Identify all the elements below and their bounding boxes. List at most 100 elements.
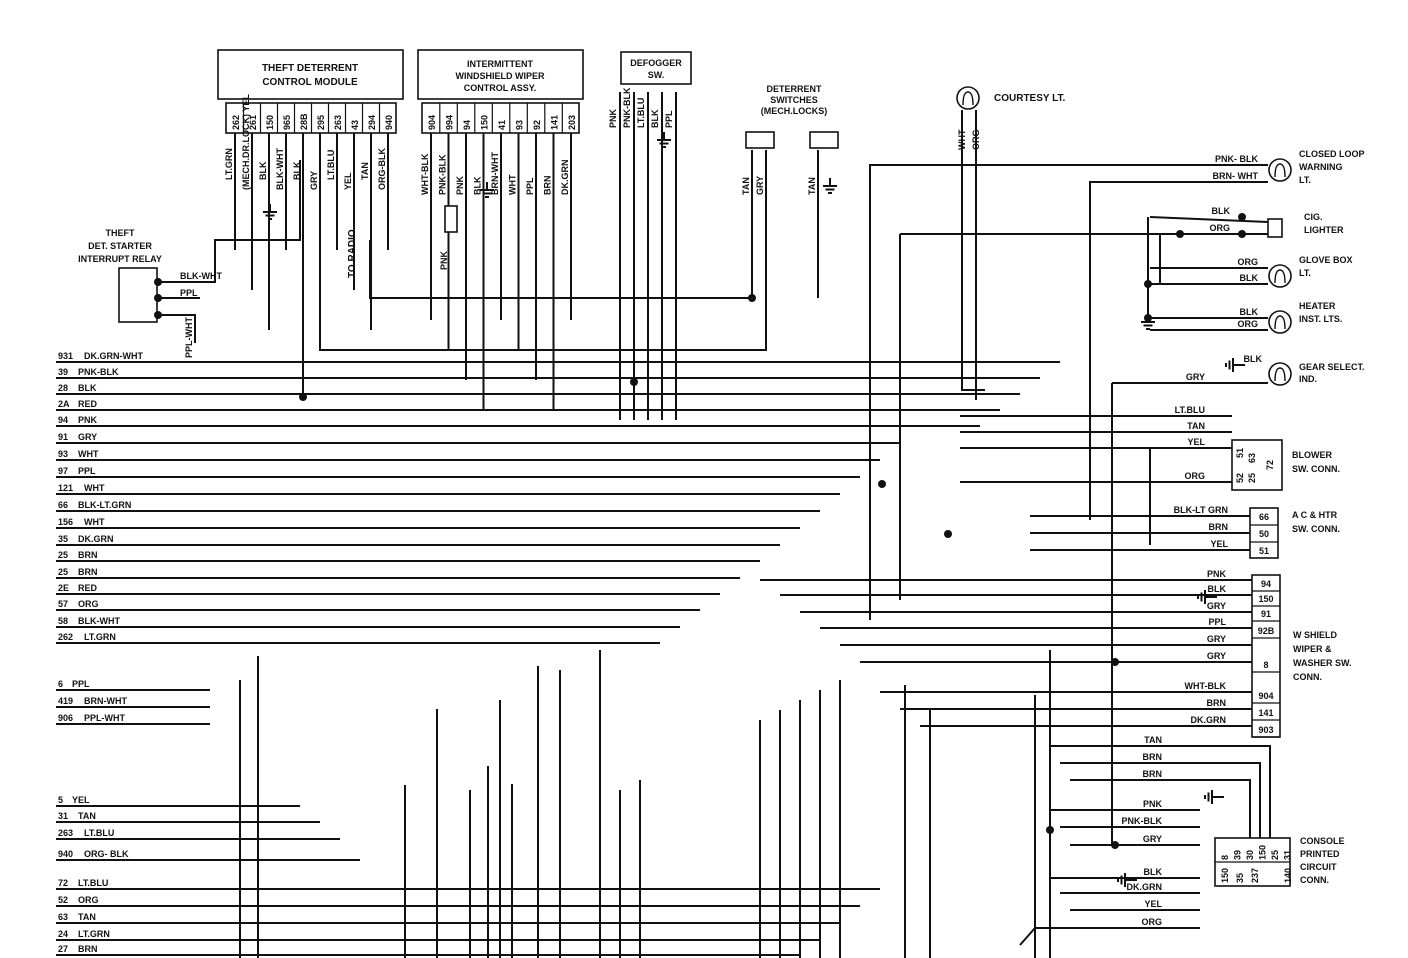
pin-number: 41 [497,120,507,130]
circuit-color: GRY [78,432,97,442]
circuit-color: WHT [84,517,105,527]
pin-number: 263 [333,115,343,130]
pin-number: 50 [1259,529,1269,539]
wshield-title: WASHER SW. [1293,658,1352,668]
wire-color-label: WHT-BLK [420,153,430,195]
console-wire [1200,762,1261,838]
splice-dot [1111,841,1119,849]
circuit-color: PNK-BLK [78,367,119,377]
wire-color-label: ORG [1209,223,1230,233]
wire-color-label: BRN [1209,522,1229,532]
wire-color-label: LT.BLU [326,150,336,180]
pin-number: 93 [515,120,525,130]
pin-number: 150 [1220,868,1230,883]
circuit-number: 931 [58,351,73,361]
pin-number: 63 [1247,453,1257,463]
circuit-number: 93 [58,449,68,459]
ground-icon [263,204,277,220]
circuit-number: 27 [58,944,68,954]
wire-color-label: PNK-BLK [438,154,448,195]
splice-dot [878,480,886,488]
pin-number: 237 [1250,868,1260,883]
wshield-connector [1251,574,1281,738]
wire-color-label: PNK [608,108,618,128]
pin-number: 141 [1258,708,1273,718]
gear-select-title: IND. [1299,374,1317,384]
wire-color-label: ORG-BLK [377,148,387,190]
relay-title: THEFT [106,228,135,238]
defogger-title: SW. [648,70,665,80]
circuit-color: BRN [78,567,98,577]
pin-number: 262 [231,115,241,130]
wire-color-label: BLK [1144,867,1163,877]
glove-box-title: GLOVE BOX [1299,255,1353,265]
wire-color-label: ORG [1237,319,1258,329]
circuit-color: WHT [78,449,99,459]
wire-color-label: ORG [1141,917,1162,927]
wire-color-label: GRY [1143,834,1162,844]
deterrent-title: DETERRENT [766,84,822,94]
module-body [217,49,404,100]
wire-color-label: BLK [258,161,268,180]
ground-icon [1225,358,1245,372]
wire-color-label: BLK-WHT [275,148,285,190]
relay-wire [158,160,301,283]
ground-icon [657,132,671,148]
module-title: CONTROL MODULE [262,77,358,88]
closed-loop-title: WARNING [1299,162,1343,172]
resistor-icon [444,205,458,233]
wire-color-label: LT.BLU [1175,405,1205,415]
console-wire [1200,779,1251,838]
pin-number: 261 [248,115,258,130]
heater-lts-icon [1268,310,1292,334]
pin-number: 92B [1258,626,1275,636]
wire-color-label: (MECH.DR.LOCK) YEL [241,94,251,190]
pin-number: 28B [299,113,309,130]
pin-number: 141 [550,115,560,130]
ground-icon [1204,790,1224,804]
circuit-color: DK.GRN [78,534,114,544]
heater-lts-title: INST. LTS. [1299,314,1342,324]
circuit-number: 28 [58,383,68,393]
splice-dot [944,530,952,538]
wire-color-label: BRN [1143,752,1163,762]
circuit-number: 35 [58,534,68,544]
courtesy-lamp-icon [956,86,980,110]
splice-dot [1144,280,1152,288]
wire-color-label: GRY [1186,372,1205,382]
circuit-color: BLK-WHT [78,616,120,626]
wire-color-label: PNK [439,250,449,270]
pin-strip [421,102,580,134]
console-title: CONN. [1300,875,1329,885]
circuit-color: BLK [78,383,97,393]
circuit-number: 5 [58,795,63,805]
splice-dot [1176,230,1184,238]
closed-loop-icon [1268,158,1292,182]
pin-number: 150 [265,115,275,130]
circuit-number: 58 [58,616,68,626]
closed-loop-wire [869,164,1150,620]
ground-icon [823,178,837,194]
circuit-color: BRN-WHT [84,696,127,706]
wire-color-label: PPL [525,177,535,195]
wire-color-label: PNK [1207,569,1227,579]
vertical-drops [239,650,1051,958]
wire-color-label: TAN [360,162,370,180]
cig-lighter-wire [1149,216,1269,223]
blower-connector [1231,439,1283,491]
wire-color-label: GRY [1207,651,1226,661]
circuit-color: LT.GRN [84,632,116,642]
pin-number: 51 [1235,448,1245,458]
pin-number: 150 [1258,594,1273,604]
circuit-number: 25 [58,550,68,560]
pin-number: 295 [316,115,326,130]
wire-color-label: BLK [292,161,302,180]
wire-color-label: TAN [1187,421,1205,431]
circuit-color: BRN [78,944,98,954]
wire-color-label: BLK-WHT [180,271,222,281]
